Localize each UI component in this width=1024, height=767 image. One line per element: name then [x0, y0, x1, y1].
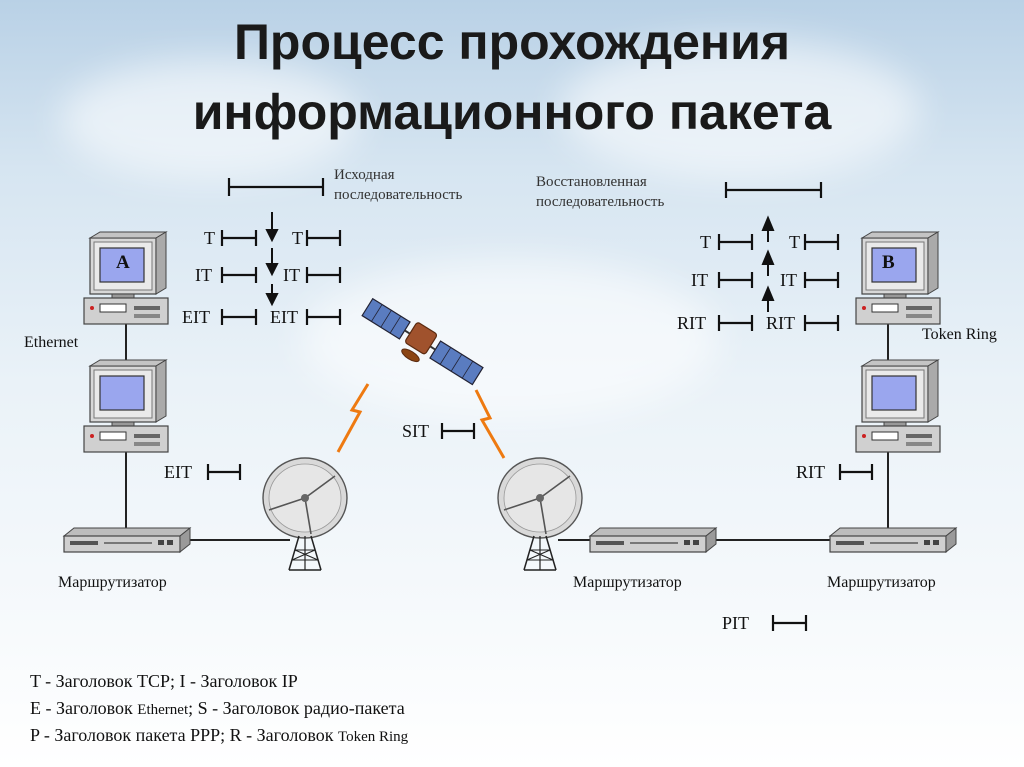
packet-label: IT	[780, 270, 797, 290]
ppp-packet-bar	[771, 615, 808, 631]
packet-label: T	[292, 228, 303, 248]
router-label-right: Маршрутизатор	[827, 574, 936, 591]
right-link-packet-bar	[838, 464, 874, 480]
router-label-middle: Маршрутизатор	[573, 574, 682, 591]
packet-label: EIT	[182, 307, 210, 327]
legend-line-3: P - Заголовок пакета PPP; R - Заголовок …	[30, 725, 409, 745]
legend-line-2: E - Заголовок Ethernet; S - Заголовок ра…	[30, 698, 405, 718]
cloud	[560, 40, 920, 180]
restored-sequence-bar	[724, 182, 823, 198]
packet-label: IT	[195, 265, 212, 285]
cloud	[60, 60, 360, 180]
computer-b-label: B	[882, 252, 895, 273]
right-packet-bars	[717, 234, 840, 331]
router-right	[829, 527, 957, 553]
radio-wave-right	[474, 389, 506, 459]
title-line-1: Процесс прохождения	[233, 14, 790, 70]
packet-label: T	[204, 228, 215, 248]
computer-left-2	[83, 359, 169, 453]
radio-wave-left	[336, 383, 370, 453]
packet-label: IT	[283, 265, 300, 285]
title-line-2: информационного пакета	[192, 84, 832, 140]
packet-label: IT	[691, 270, 708, 290]
restored-sequence-caption: Восстановленная последовательность	[536, 174, 665, 210]
cloud	[300, 260, 720, 420]
source-sequence-caption: Исходная последовательность	[334, 167, 463, 203]
packet-label: RIT	[677, 313, 706, 333]
left-link-packet-bar	[206, 464, 242, 480]
computer-right-2	[855, 359, 941, 453]
router-middle	[589, 527, 717, 553]
radio-packet-label: SIT	[402, 421, 429, 441]
down-arrows	[265, 212, 279, 307]
router-label-left: Маршрутизатор	[58, 574, 167, 591]
satellite-icon	[361, 297, 484, 386]
packet-label: T	[789, 232, 800, 252]
left-link-packet-label: EIT	[164, 462, 192, 482]
computer-b	[855, 231, 941, 325]
satellite-dish-left	[262, 457, 348, 571]
right-link-packet-label: RIT	[796, 462, 825, 482]
network-label-token-ring: Token Ring	[922, 326, 997, 343]
packet-label: T	[700, 232, 711, 252]
network-label-ethernet: Ethernet	[24, 334, 79, 351]
packet-label: RIT	[766, 313, 795, 333]
up-arrows	[761, 215, 775, 312]
computer-a	[83, 231, 169, 325]
radio-packet-bar	[440, 423, 476, 439]
packet-label: EIT	[270, 307, 298, 327]
computer-a-label: A	[116, 252, 130, 273]
legend-line-1: T - Заголовок TCP; I - Заголовок IP	[30, 671, 298, 691]
router-left	[63, 527, 191, 553]
satellite-dish-right	[497, 457, 583, 571]
ppp-packet-label: PIT	[722, 613, 749, 633]
source-sequence-bar	[227, 178, 325, 196]
page-title: Процесс прохождения информационного паке…	[0, 14, 1024, 140]
left-packet-bars	[220, 230, 342, 325]
